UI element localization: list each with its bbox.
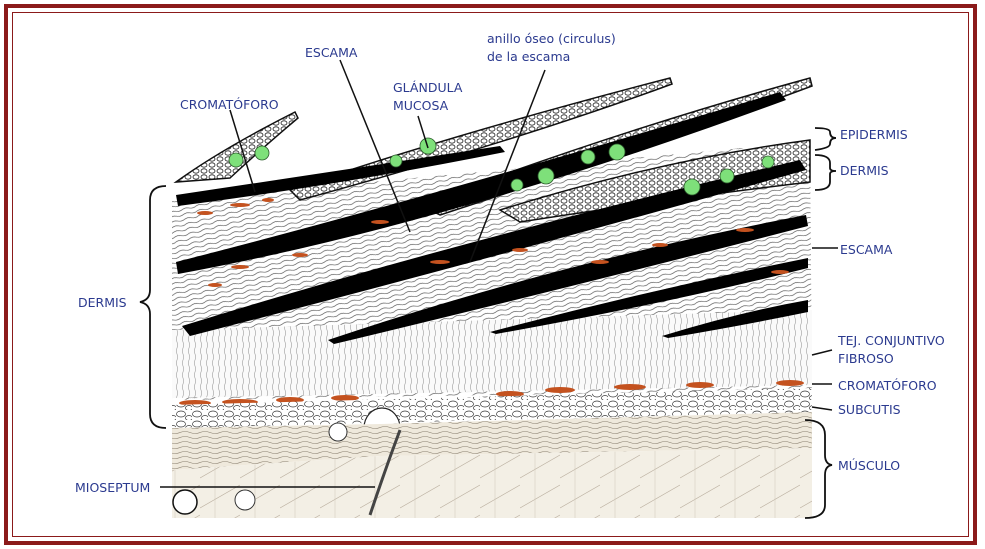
label-glandula-line2: MUCOSA [393, 97, 448, 114]
label-epidermis: EPIDERMIS [840, 126, 908, 143]
label-glandula-line1: GLÁNDULA [393, 79, 462, 96]
muscle-cell-2 [235, 490, 255, 510]
label-anillo-line1: anillo óseo (circulus) [487, 30, 616, 47]
label-dermis-right: DERMIS [840, 162, 889, 179]
label-tejido-line1: TEJ. CONJUNTIVO [838, 332, 945, 349]
label-subcutis: SUBCUTIS [838, 401, 901, 418]
epidermis-fold-1 [176, 112, 298, 182]
label-dermis-left: DERMIS [78, 294, 127, 311]
label-musculo: MÚSCULO [838, 457, 900, 474]
label-mioseptum: MIOSEPTUM [75, 479, 150, 496]
muscle-cell-3 [329, 423, 347, 441]
label-escama-top: ESCAMA [305, 44, 357, 61]
muscle-cell-1 [173, 490, 197, 514]
label-escama-right: ESCAMA [840, 241, 892, 258]
label-anillo-line2: de la escama [487, 48, 570, 65]
label-cromatoforo-right: CROMATÓFORO [838, 377, 937, 394]
label-tejido-line2: FIBROSO [838, 350, 894, 367]
label-cromatoforo-top: CROMATÓFORO [180, 96, 279, 113]
